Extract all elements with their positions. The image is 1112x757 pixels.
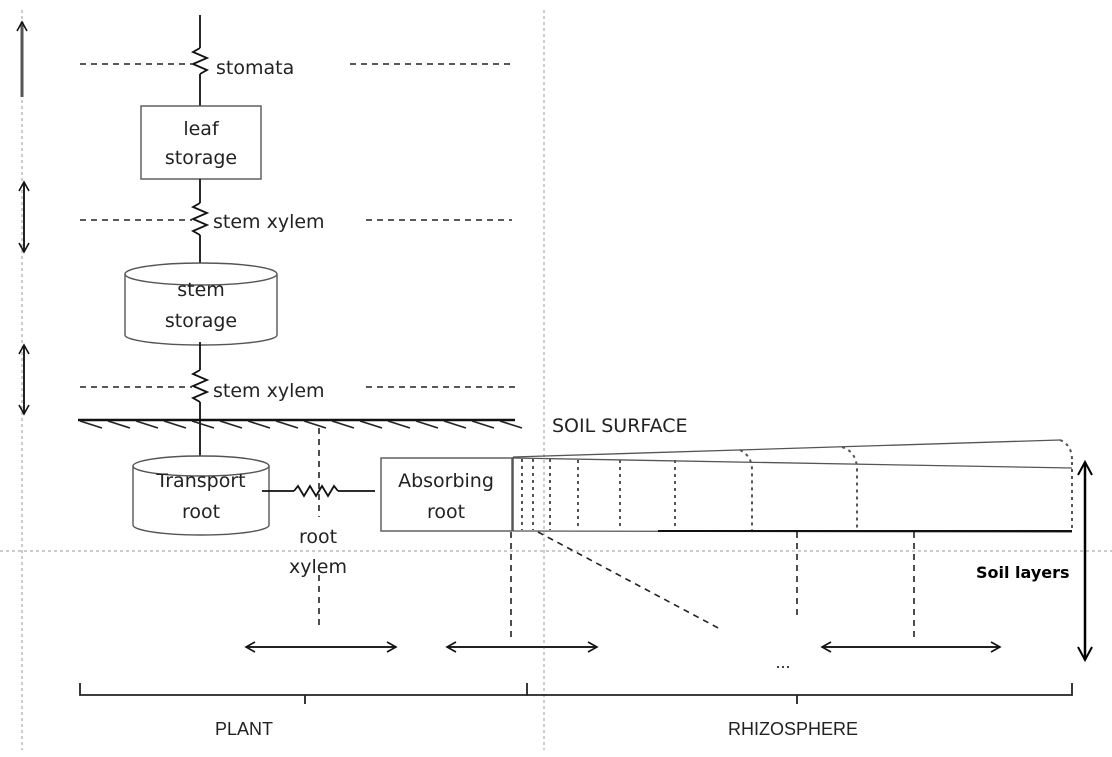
drop-line-diagonal xyxy=(537,531,723,631)
absorbing-root-label-2: root xyxy=(427,501,465,523)
leaf-storage-box xyxy=(140,105,262,180)
leaf-storage-label-2: storage xyxy=(165,147,237,169)
rhizosphere-shells xyxy=(512,439,1073,533)
absorbing-root-label-1: Absorbing xyxy=(398,470,494,492)
ellipsis-label: ... xyxy=(775,652,790,672)
stem-xylem-upper-resistor-icon xyxy=(190,202,210,236)
root-xylem-resistor-icon xyxy=(293,484,339,498)
rhizosphere-label: RHIZOSPHERE xyxy=(728,719,858,739)
stem-xylem-lower-resistor-icon xyxy=(190,369,210,403)
transport-root-cylinder-top xyxy=(132,455,270,477)
shell-divider xyxy=(739,449,753,531)
leaf-storage-label-1: leaf xyxy=(183,118,220,140)
stem-storage-cylinder-top xyxy=(124,262,278,286)
stomata-resistor-icon xyxy=(190,47,210,75)
stem-xylem-upper-label: stem xylem xyxy=(213,211,325,233)
stem-storage-label-1: stem xyxy=(177,279,225,301)
stem-storage-label-2: storage xyxy=(165,310,237,332)
transport-root-cylinder xyxy=(132,466,270,536)
stem-storage-cylinder xyxy=(124,274,278,346)
soil-layers-label: Soil layers xyxy=(976,563,1070,582)
transport-root-label-1: Transport xyxy=(155,470,245,492)
root-xylem-label-2: xylem xyxy=(289,556,347,578)
soil-surface-hatch xyxy=(78,418,523,429)
rhizosphere-brace xyxy=(527,683,1073,704)
shell-inner-top xyxy=(512,457,1073,469)
absorbing-root-box xyxy=(380,457,513,532)
stem-xylem-lower-label: stem xylem xyxy=(213,380,325,402)
stomata-label: stomata xyxy=(216,57,294,79)
plant-brace xyxy=(79,683,528,704)
transport-root-label-2: root xyxy=(182,501,220,523)
root-xylem-label-1: root xyxy=(299,526,337,548)
shell-divider xyxy=(841,446,858,531)
shell-outer-top xyxy=(512,439,1061,458)
shell-outer-cap xyxy=(1059,439,1073,461)
plant-label: PLANT xyxy=(215,719,273,739)
soil-surface-label: SOIL SURFACE xyxy=(552,415,688,437)
